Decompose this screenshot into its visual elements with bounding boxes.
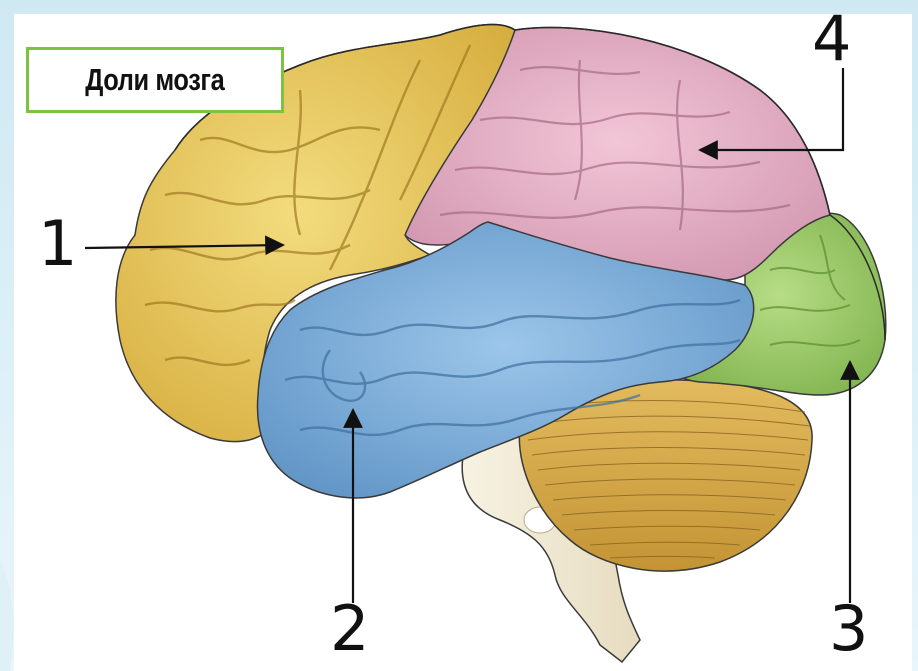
title-box: Доли мозга <box>26 47 284 113</box>
label-4: 4 <box>812 8 851 70</box>
label-3: 3 <box>829 598 868 660</box>
label-2: 2 <box>330 598 369 660</box>
label-1: 1 <box>38 213 77 275</box>
diagram-title: Доли мозга <box>85 62 224 98</box>
